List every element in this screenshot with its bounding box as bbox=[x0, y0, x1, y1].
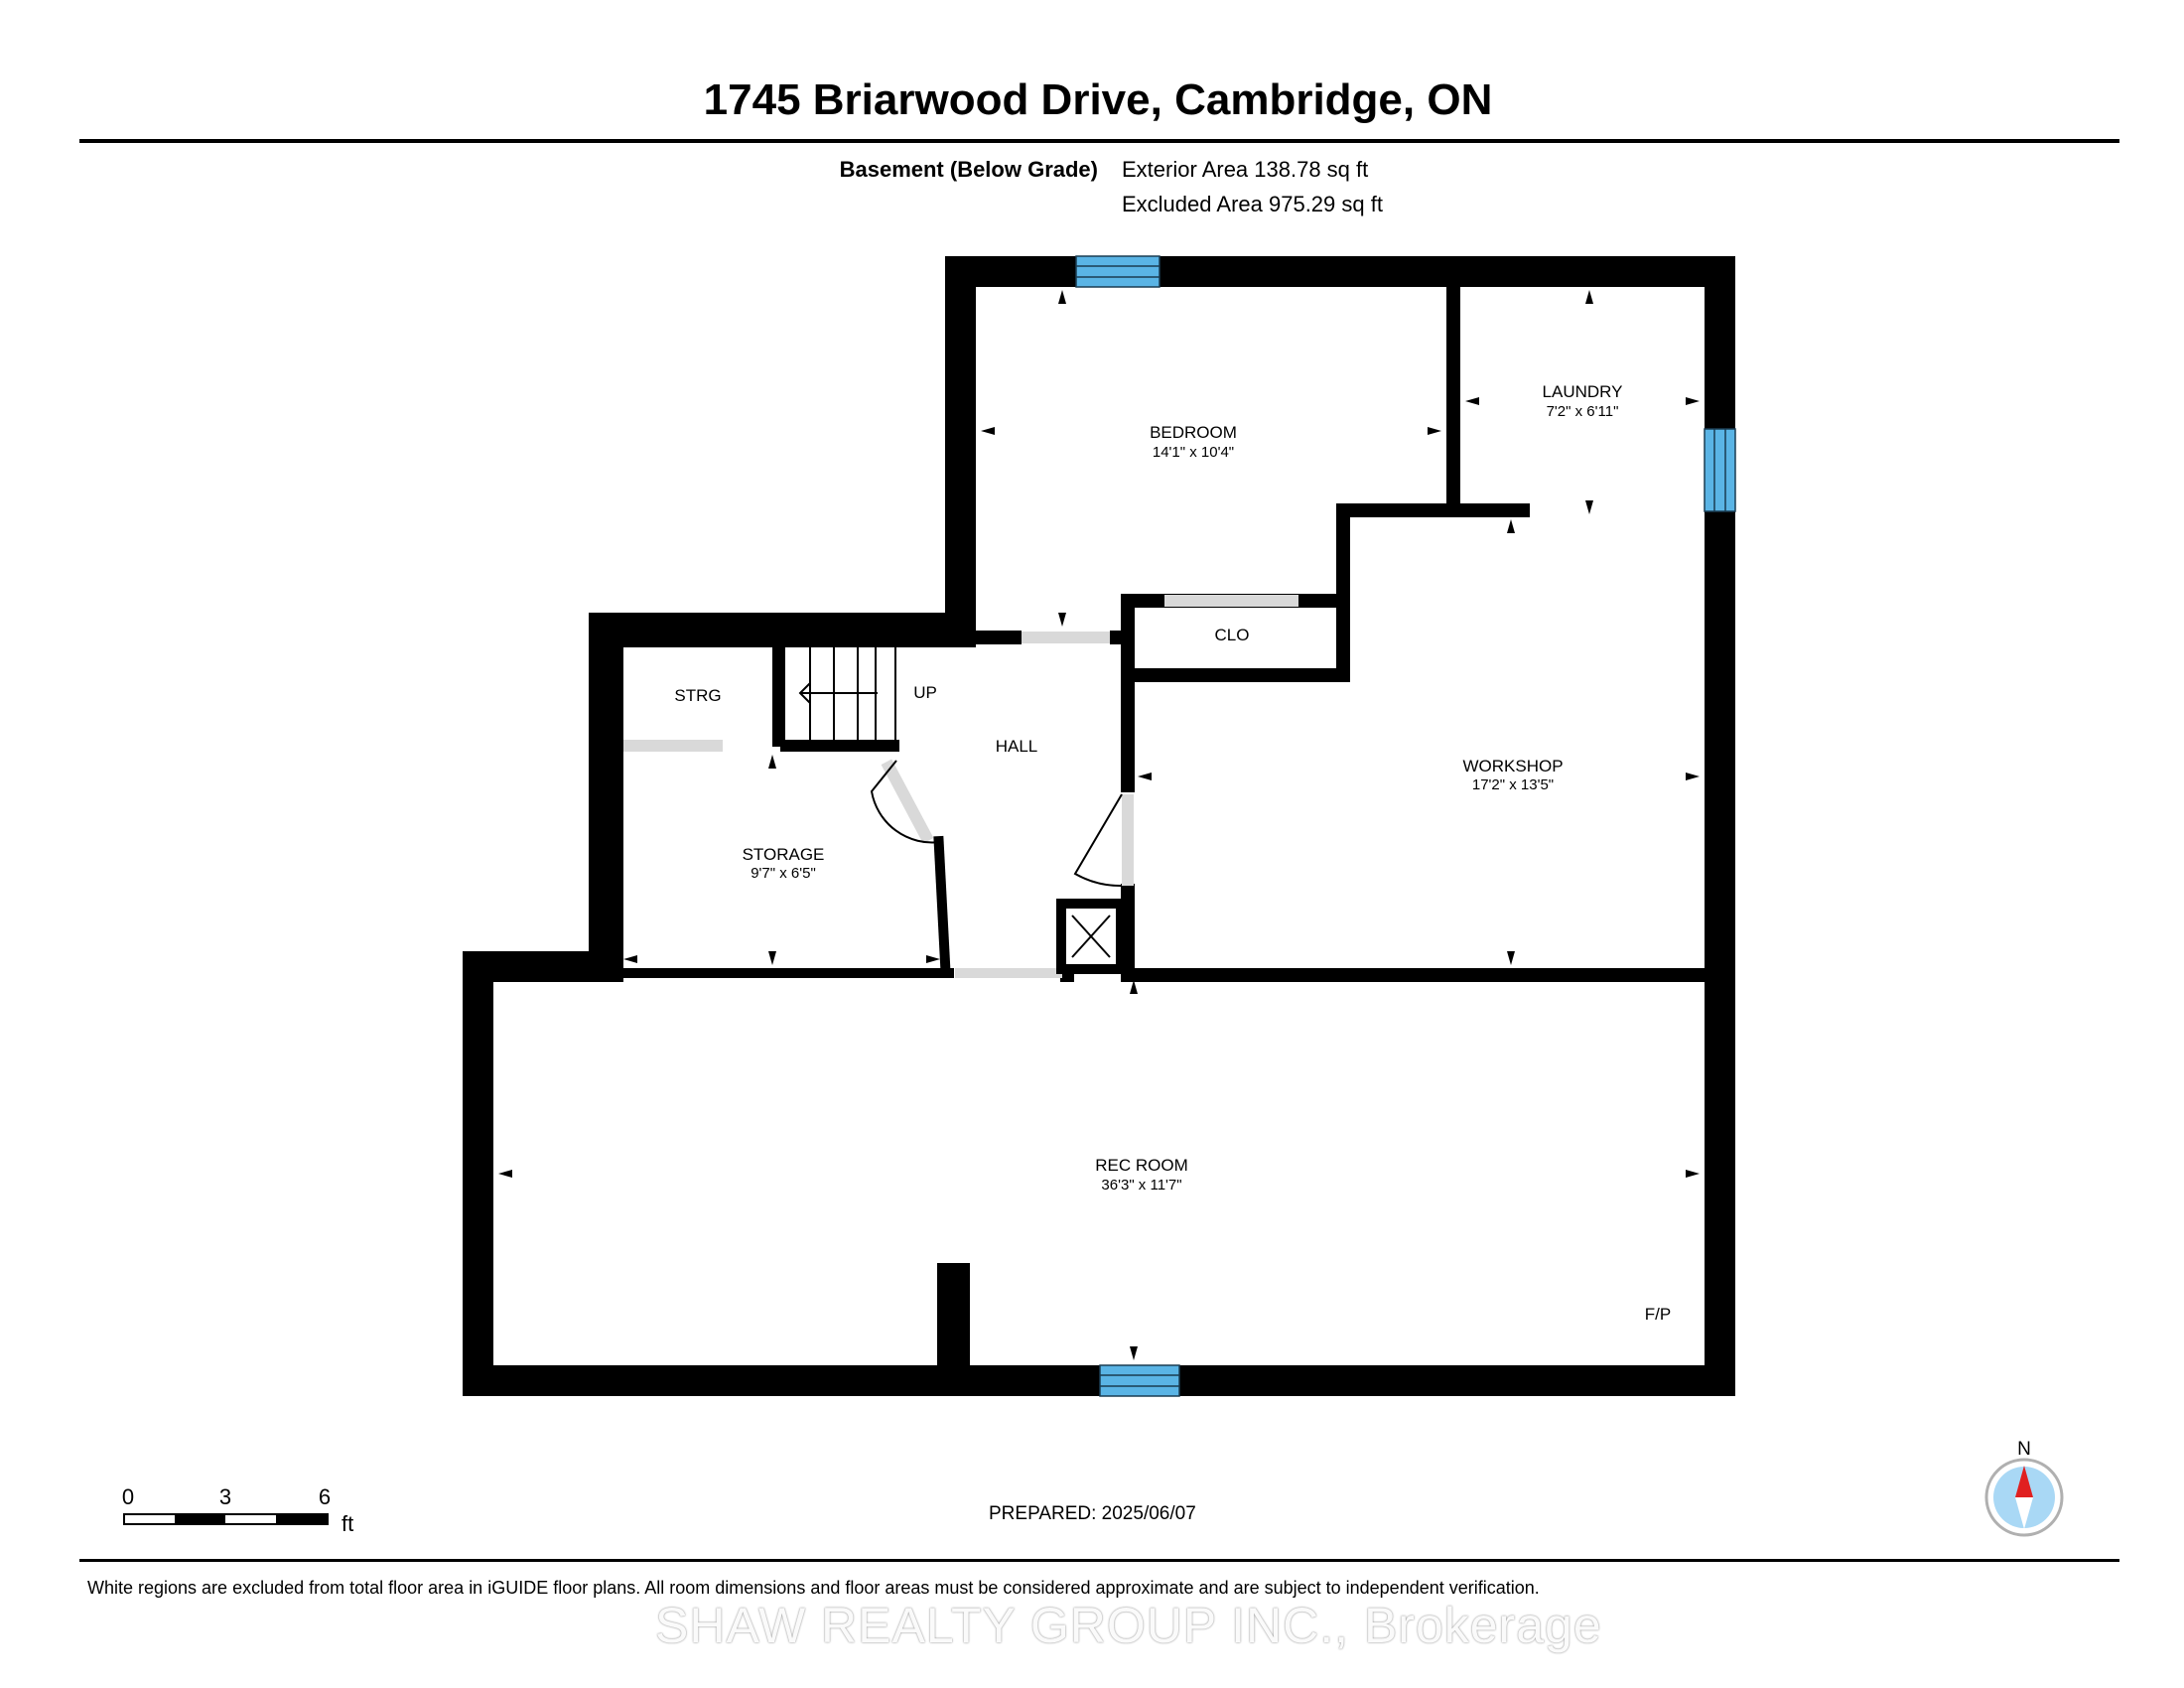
room-label-bedroom: BEDROOM bbox=[1150, 423, 1237, 442]
room-label-workshop: WORKSHOP bbox=[1462, 757, 1563, 775]
room-dims-laundry: 7'2" x 6'11" bbox=[1547, 403, 1619, 420]
door-openings bbox=[623, 595, 1298, 978]
stair-label-up: UP bbox=[913, 683, 937, 702]
header-divider bbox=[79, 139, 2119, 143]
stairs bbox=[783, 642, 896, 744]
door-swings bbox=[870, 760, 1123, 888]
compass-label: N bbox=[2017, 1439, 2031, 1460]
room-label-rec-room: REC ROOM bbox=[1095, 1156, 1188, 1175]
windows bbox=[1075, 255, 1736, 1397]
page-title: 1745 Briarwood Drive, Cambridge, ON bbox=[703, 75, 1493, 124]
room-label-strg: STRG bbox=[674, 686, 721, 705]
room-dims-storage: 9'7" x 6'5" bbox=[751, 865, 816, 882]
chimney-box bbox=[1056, 899, 1126, 974]
dimension-arrows bbox=[498, 290, 1700, 1360]
floor-label: Basement (Below Grade) bbox=[839, 157, 1098, 182]
room-dims-rec-room: 36'3" x 11'7" bbox=[1101, 1177, 1181, 1194]
scale-tick-0: 0 bbox=[122, 1484, 134, 1509]
room-label-storage: STORAGE bbox=[743, 845, 825, 864]
scale-tick-3: 3 bbox=[219, 1484, 231, 1509]
footer-divider bbox=[79, 1559, 2119, 1562]
room-label-hall: HALL bbox=[996, 737, 1038, 756]
footer-disclaimer: White regions are excluded from total fl… bbox=[87, 1578, 1540, 1598]
prepared-date: PREPARED: 2025/06/07 bbox=[989, 1503, 1196, 1524]
scale-unit: ft bbox=[341, 1511, 353, 1536]
room-dims-bedroom: 14'1" x 10'4" bbox=[1153, 444, 1234, 461]
exterior-area: Exterior Area 138.78 sq ft bbox=[1122, 157, 1369, 182]
excluded-area: Excluded Area 975.29 sq ft bbox=[1122, 192, 1383, 216]
brokerage-watermark: SHAW REALTY GROUP INC., Brokerage bbox=[655, 1598, 1602, 1653]
north-compass-icon: N bbox=[1984, 1439, 2064, 1537]
room-label-laundry: LAUNDRY bbox=[1543, 382, 1623, 401]
fireplace-label: F/P bbox=[1645, 1305, 1671, 1324]
scale-bar: 0 3 6 ft bbox=[122, 1484, 353, 1536]
room-label-clo: CLO bbox=[1215, 626, 1250, 644]
room-dims-workshop: 17'2" x 13'5" bbox=[1472, 776, 1554, 793]
scale-tick-6: 6 bbox=[319, 1484, 331, 1509]
